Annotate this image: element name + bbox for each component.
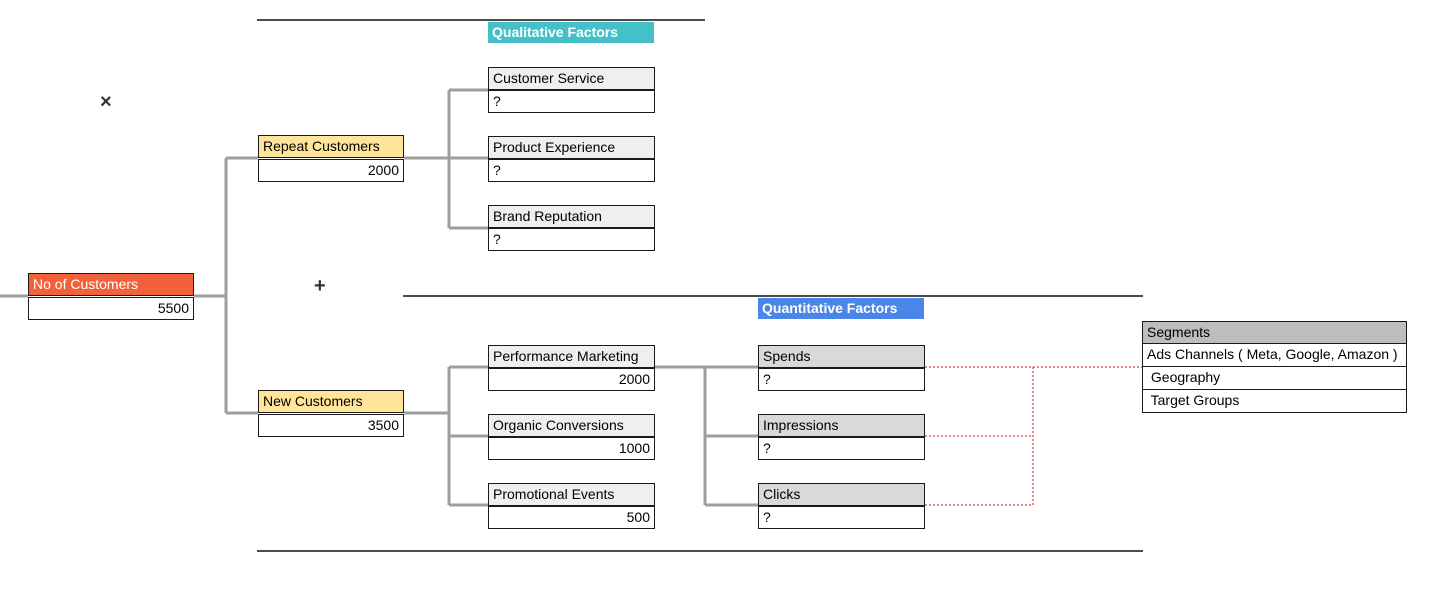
metric-label: Spends	[758, 345, 925, 368]
new-customers-label: New Customers	[258, 390, 404, 413]
metric-label: Impressions	[758, 414, 925, 437]
channel-label: Organic Conversions	[488, 414, 655, 437]
repeat-customers-value: 2000	[258, 159, 404, 182]
metric-value: ?	[758, 506, 925, 529]
quantitative-factors-header: Quantitative Factors	[758, 298, 924, 319]
segments-table: Segments Ads Channels ( Meta, Google, Am…	[1142, 321, 1407, 413]
channel-value: 500	[488, 506, 655, 529]
segment-item-ads-channels: Ads Channels ( Meta, Google, Amazon )	[1142, 344, 1407, 367]
channel-label: Performance Marketing	[488, 345, 655, 368]
factor-value: ?	[488, 90, 655, 113]
factor-label: Customer Service	[488, 67, 655, 90]
root-label: No of Customers	[28, 273, 194, 296]
channel-value: 2000	[488, 368, 655, 391]
segments-title: Segments	[1142, 321, 1407, 344]
factor-label: Product Experience	[488, 136, 655, 159]
metric-value: ?	[758, 437, 925, 460]
metric-label: Clicks	[758, 483, 925, 506]
new-customers-value: 3500	[258, 414, 404, 437]
channel-label: Promotional Events	[488, 483, 655, 506]
factor-value: ?	[488, 159, 655, 182]
metric-value: ?	[758, 368, 925, 391]
segment-item-target-groups: Target Groups	[1142, 390, 1407, 413]
root-value: 5500	[28, 297, 194, 320]
channel-value: 1000	[488, 437, 655, 460]
plus-symbol: +	[314, 275, 326, 297]
segment-item-geography: Geography	[1142, 367, 1407, 390]
factor-label: Brand Reputation	[488, 205, 655, 228]
qualitative-factors-header: Qualitative Factors	[488, 22, 654, 43]
multiply-symbol: ×	[100, 91, 112, 113]
factor-value: ?	[488, 228, 655, 251]
repeat-customers-label: Repeat Customers	[258, 135, 404, 158]
